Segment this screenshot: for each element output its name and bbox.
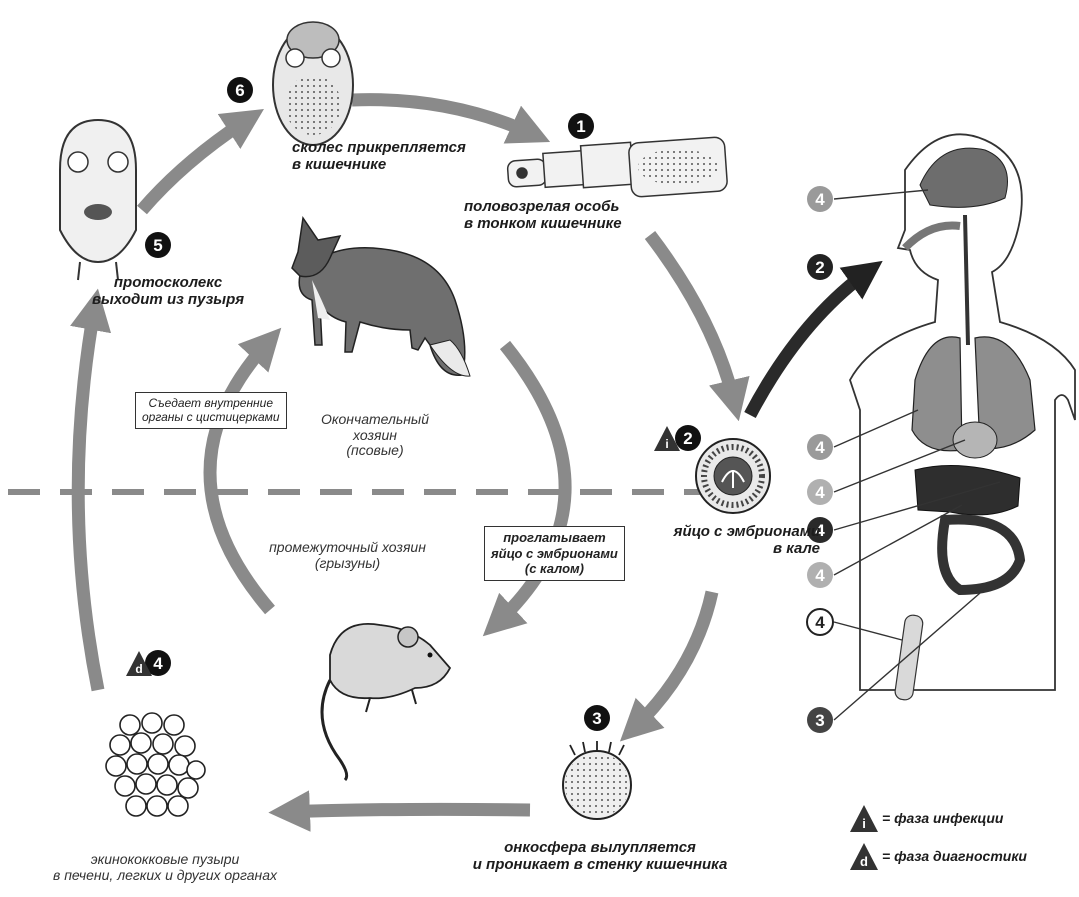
step-3-number: 3	[592, 709, 601, 728]
cysts-label: экинококковые пузыри в печени, легких и …	[20, 852, 310, 883]
egg-illustration	[696, 439, 770, 513]
swallows-egg-line2: яйцо с эмбрионами	[491, 546, 618, 562]
arrow-rodent-to-fox	[210, 340, 270, 610]
protoscolex-label-line2: выходит из пузыря	[92, 292, 244, 309]
scolex-label: сколес прикрепляется в кишечнике	[292, 140, 466, 174]
step-4-brain-number: 4	[815, 190, 825, 209]
intermediate-host-line2: (грызуны)	[265, 556, 430, 572]
adult-label: половозрелая особь в тонком кишечнике	[464, 199, 622, 233]
egg-label: яйцо с эмбрионами в кале	[670, 524, 820, 558]
step-1-marker: 1	[568, 113, 594, 139]
adult-label-line1: половозрелая особь	[464, 199, 622, 216]
arrow-6-to-1	[352, 100, 535, 135]
legend-diagnostic-letter: d	[860, 854, 868, 869]
scolex-illustration	[273, 22, 353, 145]
infection-phase-letter-egg: i	[665, 437, 668, 451]
swallows-egg-box: проглатывает яйцо с эмбрионами (с калом)	[484, 526, 625, 581]
definitive-host-line1: Окончательный хозяин	[300, 412, 450, 443]
arrow-1-to-2	[650, 235, 735, 405]
protoscolex-label: протосколекс выходит из пузыря	[92, 275, 244, 309]
oncosphere-label-line1: онкосфера вылупляется	[470, 840, 730, 857]
step-2-marker: 2	[675, 425, 701, 451]
intermediate-host-label: промежуточный хозяин (грызуны)	[265, 540, 430, 571]
step-3-marker: 3	[584, 705, 610, 731]
swallows-egg-line1: проглатывает	[491, 530, 618, 546]
step-3-human-number: 3	[815, 711, 824, 730]
arrow-3-to-4	[285, 809, 530, 812]
step-2-human-number: 2	[815, 258, 824, 277]
definitive-host-line2: (псовые)	[300, 443, 450, 459]
diagnostic-phase-letter-cyst: d	[135, 662, 142, 676]
eats-organs-line1: Съедает внутренние	[142, 396, 280, 410]
step-5-marker: 5	[145, 232, 171, 258]
rodent-illustration	[322, 624, 450, 780]
arrow-5-to-6	[142, 118, 250, 210]
step-6-number: 6	[235, 81, 244, 100]
legend-infection-letter: i	[862, 816, 866, 831]
step-4-heart-number: 4	[815, 483, 825, 502]
adult-label-line2: в тонком кишечнике	[464, 216, 622, 233]
scolex-label-line2: в кишечнике	[292, 157, 466, 174]
step-4-intestine-marker: 4	[807, 562, 833, 588]
arrow-egg-to-human	[750, 270, 870, 415]
oncosphere-label-line2: и проникает в стенку кишечника	[470, 857, 730, 874]
egg-label-line1: яйцо с эмбрионами	[670, 524, 820, 541]
protoscolex-illustration	[60, 120, 136, 280]
step-3-human-marker: 3	[807, 707, 833, 733]
cysts-label-line2: в печени, легких и других органах	[20, 868, 310, 884]
step-2-number: 2	[683, 429, 692, 448]
oncosphere-illustration	[563, 741, 631, 819]
step-5-number: 5	[153, 236, 162, 255]
step-4-lung-marker: 4	[807, 434, 833, 460]
intermediate-host-line1: промежуточный хозяин	[265, 540, 430, 556]
step-2-human-marker: 2	[807, 254, 833, 280]
step-6-marker: 6	[227, 77, 253, 103]
hydatid-cysts-illustration	[106, 713, 205, 816]
arrow-fox-to-rodent	[495, 345, 565, 625]
step-1-number: 1	[576, 117, 585, 136]
arrow-4-to-5	[78, 305, 98, 690]
cysts-label-line1: экинококковые пузыри	[20, 852, 310, 868]
step-4-intestine-number: 4	[815, 566, 825, 585]
legend-infection-triangle: i	[850, 805, 878, 832]
egg-label-line2: в кале	[670, 541, 820, 558]
scolex-label-line1: сколес прикрепляется	[292, 140, 466, 157]
fox-illustration	[292, 218, 470, 376]
protoscolex-label-line1: протосколекс	[92, 275, 244, 292]
step-4-cyst-number: 4	[153, 654, 163, 673]
swallows-egg-line3: (с калом)	[491, 561, 618, 577]
legend-diagnostic-text: = фаза диагностики	[882, 848, 1027, 864]
legend-diagnostic-triangle: d	[850, 843, 878, 870]
step-4-heart-marker: 4	[807, 479, 833, 505]
eats-organs-box: Съедает внутренние органы с цистицерками	[135, 392, 287, 429]
human-body-illustration	[850, 134, 1075, 701]
legend-infection-text: = фаза инфекции	[882, 810, 1003, 826]
definitive-host-label: Окончательный хозяин (псовые)	[300, 412, 450, 459]
adult-worm-illustration	[507, 137, 728, 198]
eats-organs-line2: органы с цистицерками	[142, 410, 280, 424]
step-4-bone-marker: 4	[807, 609, 833, 635]
oncosphere-label: онкосфера вылупляется и проникает в стен…	[470, 840, 730, 874]
step-4-lung-number: 4	[815, 438, 825, 457]
step-4-brain-marker: 4	[807, 186, 833, 212]
step-4-bone-number: 4	[815, 613, 825, 632]
arrow-2-to-3	[632, 592, 712, 730]
